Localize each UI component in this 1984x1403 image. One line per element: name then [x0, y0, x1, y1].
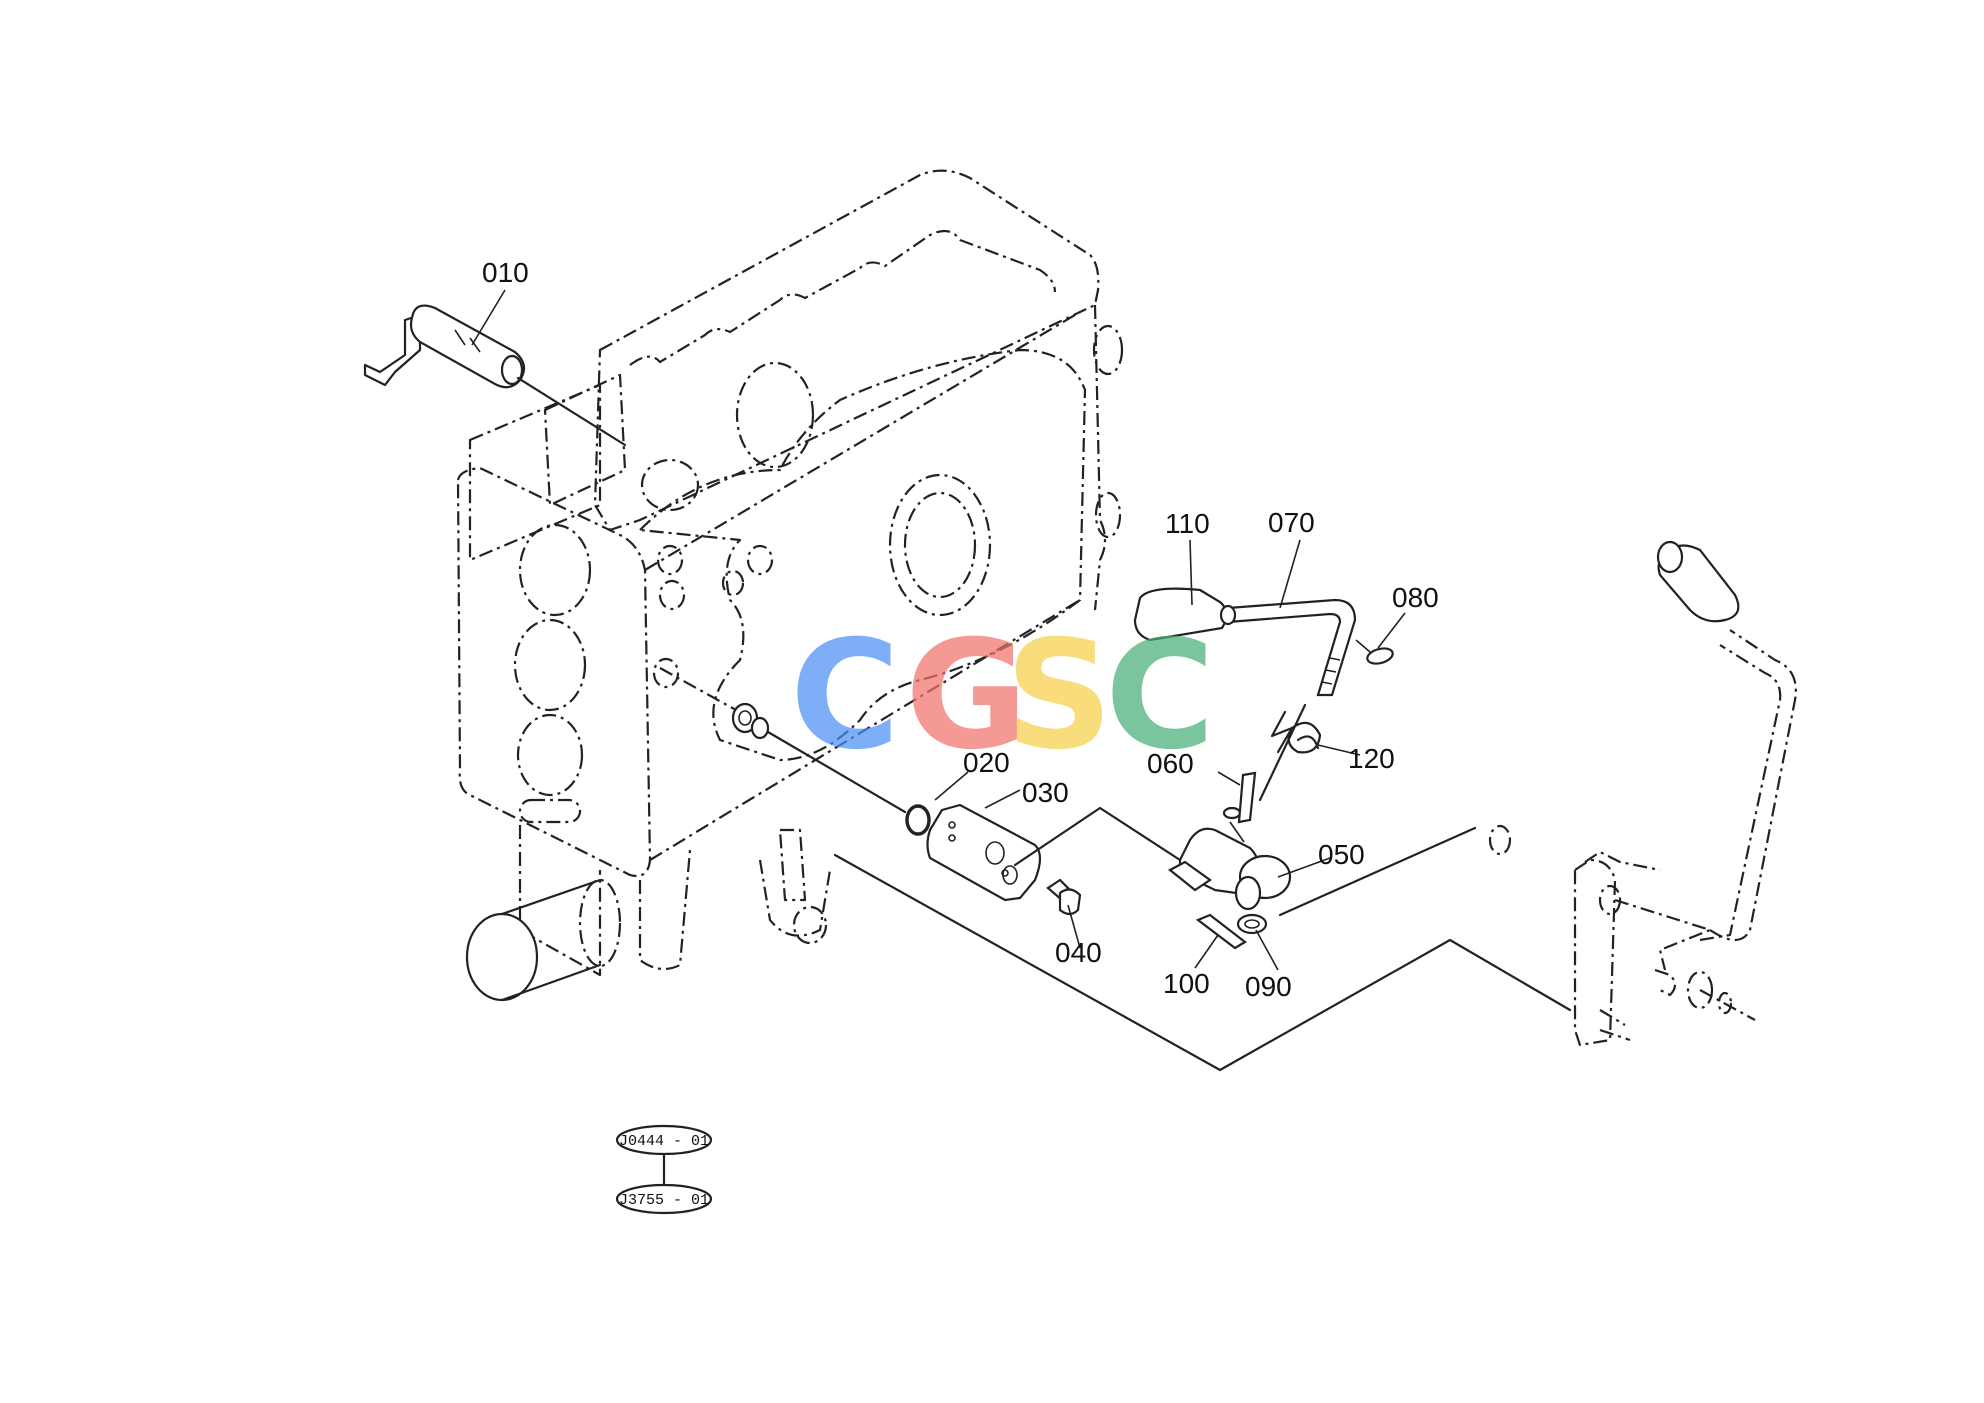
- cgsc-watermark: C G S C: [790, 609, 1215, 783]
- ref-code-top: J0444 - 01: [619, 1133, 709, 1150]
- leader-lines: [471, 289, 1406, 971]
- part-050-shift-fork: [1168, 806, 1292, 911]
- part-labels: 010 020 030 040 050 060 070 080 090 100 …: [482, 257, 1439, 1002]
- part-070-shift-lever: [1226, 598, 1357, 697]
- part-020-o-ring: [905, 804, 931, 836]
- label-110: 110: [1165, 508, 1210, 539]
- part-060-pin: [1237, 771, 1257, 824]
- label-100: 100: [1163, 968, 1210, 999]
- label-070: 070: [1268, 507, 1315, 538]
- label-020: 020: [963, 747, 1010, 778]
- right-shifter-assembly: [1488, 540, 1797, 1047]
- label-120: 120: [1348, 743, 1395, 774]
- label-050: 050: [1318, 839, 1365, 870]
- label-010: 010: [482, 257, 529, 288]
- label-030: 030: [1022, 777, 1069, 808]
- part-110-knob: [1133, 587, 1237, 642]
- label-090: 090: [1245, 971, 1292, 1002]
- reference-codes: J0444 - 01 J3755 - 01: [615, 1124, 713, 1215]
- label-040: 040: [1055, 937, 1102, 968]
- part-120-spring: [1270, 710, 1322, 754]
- shift-linkage-lines: [833, 703, 1572, 1072]
- label-060: 060: [1147, 748, 1194, 779]
- part-040-bolt: [1046, 878, 1082, 916]
- case-boss-washer: [731, 702, 770, 740]
- watermark-letter-1: C: [790, 609, 900, 783]
- part-090-washer: [1236, 913, 1268, 935]
- watermark-letter-2: G: [905, 609, 1028, 783]
- part-030-plate: [926, 803, 1042, 902]
- label-080: 080: [1392, 582, 1439, 613]
- ref-code-bottom: J3755 - 01: [619, 1192, 709, 1209]
- watermark-letter-3: S: [1005, 609, 1113, 783]
- part-010-shaft: [363, 304, 627, 447]
- part-080-clip: [1355, 639, 1394, 665]
- part-100-cotter-pin: [1195, 913, 1247, 950]
- transmission-case: [456, 169, 1124, 1002]
- watermark-letter-4: C: [1105, 609, 1215, 783]
